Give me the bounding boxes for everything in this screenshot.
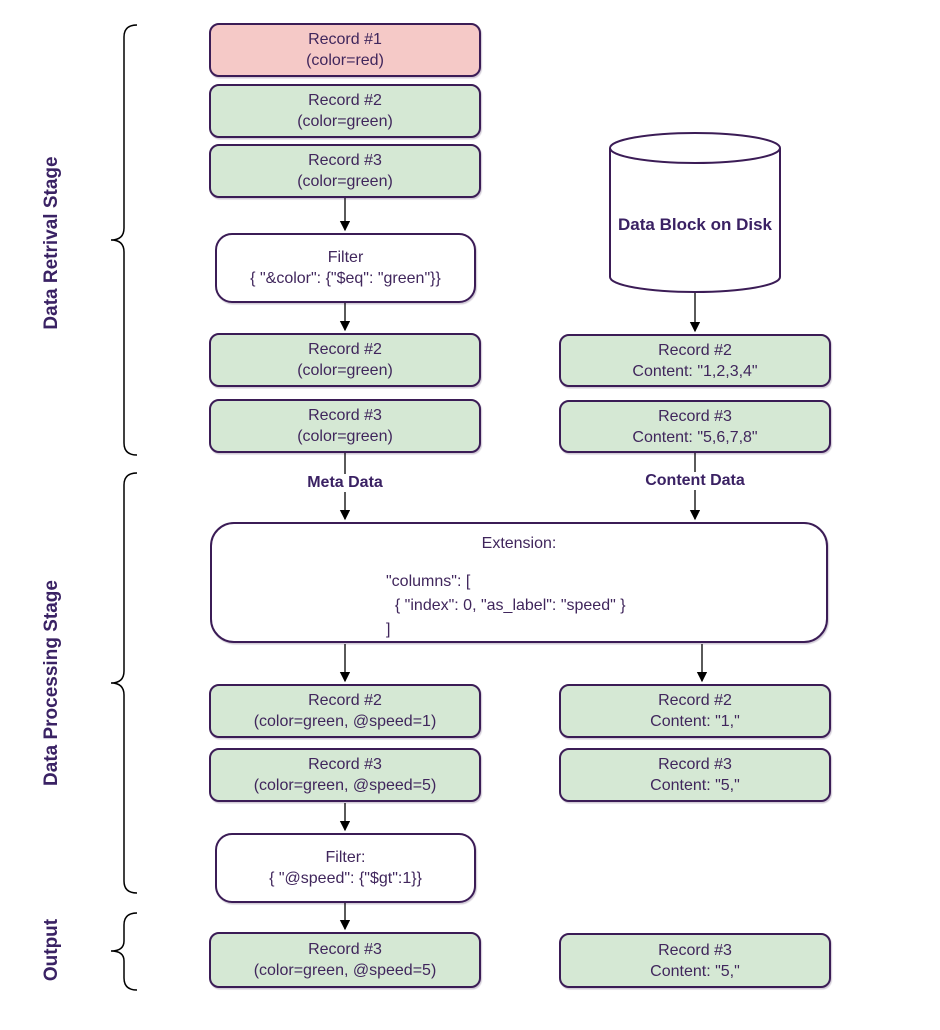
filter-expression: { "@speed": {"$gt":1}} xyxy=(269,870,422,887)
record2-meta-box: Record #2 (color=green) xyxy=(209,84,481,138)
record2-filtered-box: Record #2 (color=green) xyxy=(209,333,481,387)
extension-code-line: ] xyxy=(386,621,391,638)
disk-label: Data Block on Disk xyxy=(618,215,772,234)
record-detail: Content: "5," xyxy=(650,962,740,980)
record-title: Record #2 xyxy=(308,92,382,109)
record2-content-cut-box: Record #2 Content: "1," xyxy=(559,684,831,738)
record-title: Record #3 xyxy=(308,152,382,169)
record3-content-box: Record #3 Content: "5,6,7,8" xyxy=(559,400,831,453)
extension-code-line: "columns": [ xyxy=(386,573,471,590)
stage-label-processing: Data Processing Stage xyxy=(41,580,62,786)
record-detail: Content: "5," xyxy=(650,777,740,794)
extension-code-line: { "index": 0, "as_label": "speed" } xyxy=(386,597,626,614)
record-title: Record #3 xyxy=(308,756,382,773)
stage-label-output: Output xyxy=(41,918,62,982)
filter1-box: Filter { "&color": {"$eq": "green"}} xyxy=(215,233,476,303)
disk-cylinder-top xyxy=(609,132,781,164)
record-title: Record #2 xyxy=(658,692,732,709)
record-title: Record #2 xyxy=(308,692,382,709)
record-title: Record #3 xyxy=(308,941,382,958)
output-content-record-box: Record #3 Content: "5," xyxy=(559,933,831,988)
record1-red-box: Record #1 (color=red) xyxy=(209,23,481,77)
filter-title: Filter xyxy=(327,249,364,266)
record3-filtered-box: Record #3 (color=green) xyxy=(209,399,481,453)
record-detail: (color=red) xyxy=(306,52,384,69)
record-detail: (color=green, @speed=5) xyxy=(253,962,437,979)
output-meta-record-box: Record #3 (color=green, @speed=5) xyxy=(209,932,481,988)
record-detail: (color=green) xyxy=(297,428,393,445)
brace-output-stage xyxy=(110,912,138,991)
record2-extended-box: Record #2 (color=green, @speed=1) xyxy=(209,684,481,738)
content-data-label: Content Data xyxy=(641,472,749,490)
record-title: Record #3 xyxy=(658,407,732,425)
extension-code: "columns": [ { "index": 0, "as_label": "… xyxy=(386,570,626,642)
record-detail: Content: "1," xyxy=(650,713,740,730)
record-detail: (color=green, @speed=1) xyxy=(253,713,437,730)
record-title: Record #3 xyxy=(658,756,732,773)
record-detail: Content: "5,6,7,8" xyxy=(632,428,758,446)
brace-retrieval-stage xyxy=(110,24,138,456)
record-title: Record #2 xyxy=(308,341,382,358)
filter-expression: { "&color": {"$eq": "green"}} xyxy=(250,270,441,287)
disk-cylinder xyxy=(609,148,781,293)
extension-box: Extension: "columns": [ { "index": 0, "a… xyxy=(210,522,828,643)
record-detail: (color=green, @speed=5) xyxy=(253,777,437,794)
brace-processing-stage xyxy=(110,472,138,894)
record-detail: (color=green) xyxy=(297,362,393,379)
record-detail: (color=green) xyxy=(297,173,393,190)
stage-label-retrieval: Data Retrival Stage xyxy=(41,156,62,330)
record-title: Record #1 xyxy=(308,31,382,48)
record3-extended-box: Record #3 (color=green, @speed=5) xyxy=(209,748,481,802)
record2-content-box: Record #2 Content: "1,2,3,4" xyxy=(559,334,831,387)
record-detail: (color=green) xyxy=(297,113,393,130)
record3-content-cut-box: Record #3 Content: "5," xyxy=(559,748,831,802)
filter-title: Filter: xyxy=(325,849,366,866)
record-title: Record #2 xyxy=(658,341,732,359)
record3-meta-box: Record #3 (color=green) xyxy=(209,144,481,198)
extension-title: Extension: xyxy=(481,535,557,552)
record-detail: Content: "1,2,3,4" xyxy=(632,362,758,380)
filter2-box: Filter: { "@speed": {"$gt":1}} xyxy=(215,833,476,903)
record-title: Record #3 xyxy=(658,941,732,959)
record-title: Record #3 xyxy=(308,407,382,424)
meta-data-label: Meta Data xyxy=(303,474,387,492)
